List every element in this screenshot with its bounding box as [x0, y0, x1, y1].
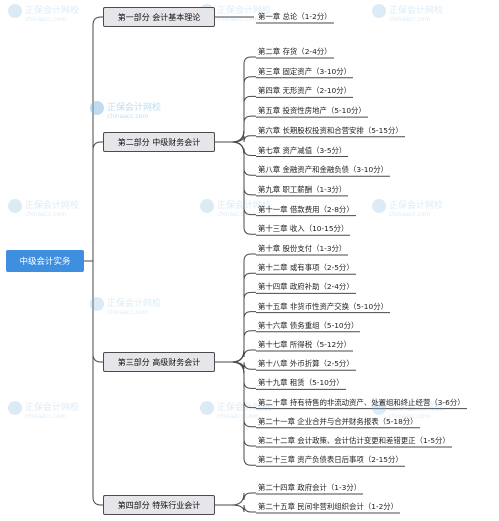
root-connector-4: [84, 260, 103, 506]
chapter-node[interactable]: 第二十四章 政府会计（1-3分）: [258, 483, 362, 492]
chapter-connector: [215, 361, 256, 370]
chapter-node[interactable]: 第八章 金融资产和金融负债（3-10分）: [258, 165, 388, 175]
chapter-node[interactable]: 第二十章 持有待售的非流动资产、处置组和终止经营（3-6分）: [258, 397, 465, 407]
chapter-node[interactable]: 第七章 资产减值（3-5分）: [258, 145, 347, 155]
chapter-connector: [215, 349, 256, 363]
chapter-node[interactable]: 第十三章 收入（10-15分）: [258, 224, 349, 234]
chapter-node[interactable]: 第一章 总论（1-2分）: [258, 12, 332, 21]
part-node-2[interactable]: 第二部分 中级财务会计: [103, 132, 215, 152]
chapter-node[interactable]: 第二十二章 会计政策、会计估计变更和差错更正（1-5分）: [258, 436, 450, 445]
part-label: 第二部分 中级财务会计: [117, 137, 201, 147]
part-node-3[interactable]: 第三部分 高级财务会计: [103, 352, 215, 372]
chapter-node[interactable]: 第二十五章 民间非营利组织会计（1-2分）: [258, 502, 399, 511]
chapter-connector: [215, 361, 256, 389]
chapter-connector: [215, 330, 256, 363]
chapter-node[interactable]: 第二十一章 企业合并与合并财务报表（5-18分）: [258, 416, 418, 426]
chapter-node[interactable]: 第九章 职工薪酬（1-3分）: [258, 184, 347, 194]
chapter-node[interactable]: 第十章 股份支付（1-3分）: [258, 244, 347, 253]
chapter-connector: [215, 141, 256, 196]
root-node[interactable]: 中级会计实务: [6, 250, 84, 272]
chapter-node[interactable]: 第十八章 外币折算（2-5分）: [258, 359, 354, 369]
chapter-connector: [215, 141, 256, 235]
chapter-connector: [215, 361, 256, 447]
chapter-connector: [215, 135, 256, 143]
chapter-connector: [215, 56, 256, 143]
chapter-node[interactable]: 第十七章 所得税（5-12分）: [258, 340, 352, 349]
chapter-node[interactable]: 第五章 投资性房地产（5-10分）: [258, 106, 366, 116]
chapter-connector: [215, 361, 256, 466]
chapter-node[interactable]: 第十四章 政府补助（2-4分）: [258, 282, 354, 292]
chapter-node[interactable]: 第十九章 租赁（5-10分）: [258, 378, 344, 388]
root-connector-2: [84, 141, 103, 262]
chapter-node[interactable]: 第六章 长期股权投资和合营安排（5-15分）: [258, 125, 403, 135]
chapter-connector: [215, 291, 256, 363]
chapter-connector: [215, 76, 256, 143]
part-label: 第一部分 会计基本理论: [117, 12, 201, 22]
chapter-connector: [215, 95, 256, 143]
chapter-connector: [215, 492, 256, 506]
chapter-connector: [215, 504, 256, 513]
root-label: 中级会计实务: [19, 257, 71, 267]
part-node-4[interactable]: 第四部分 特殊行业会计: [103, 495, 215, 515]
chapter-connector: [215, 272, 256, 363]
chapter-node[interactable]: 第十二章 或有事项（2-5分）: [258, 263, 354, 273]
root-connector-1: [84, 16, 103, 262]
chapter-connector: [215, 141, 256, 156]
chapter-connector: [215, 361, 256, 428]
chapter-node[interactable]: 第二十三章 资产负债表日后事项（2-15分）: [258, 455, 403, 465]
chapter-node[interactable]: 第十六章 债务重组（5-10分）: [258, 320, 359, 330]
chapter-connector: [215, 115, 256, 143]
chapter-node[interactable]: 第四章 无形资产（2-10分）: [258, 86, 352, 96]
part-label: 第三部分 高级财务会计: [117, 357, 201, 367]
chapter-connector: [215, 311, 256, 363]
part-node-1[interactable]: 第一部分 会计基本理论: [103, 7, 215, 27]
chapter-node[interactable]: 第十一章 借款费用（2-8分）: [258, 204, 354, 214]
chapter-connector: [215, 253, 256, 363]
part-label: 第四部分 特殊行业会计: [117, 500, 201, 510]
chapter-connector: [215, 141, 256, 216]
chapter-node[interactable]: 第二章 存货（2-4分）: [258, 47, 332, 56]
chapter-connector: [215, 141, 256, 176]
chapter-node[interactable]: 第十五章 非货币性资产交换（5-10分）: [258, 301, 388, 311]
chapter-node[interactable]: 第三章 固定资产（3-10分）: [258, 66, 352, 76]
